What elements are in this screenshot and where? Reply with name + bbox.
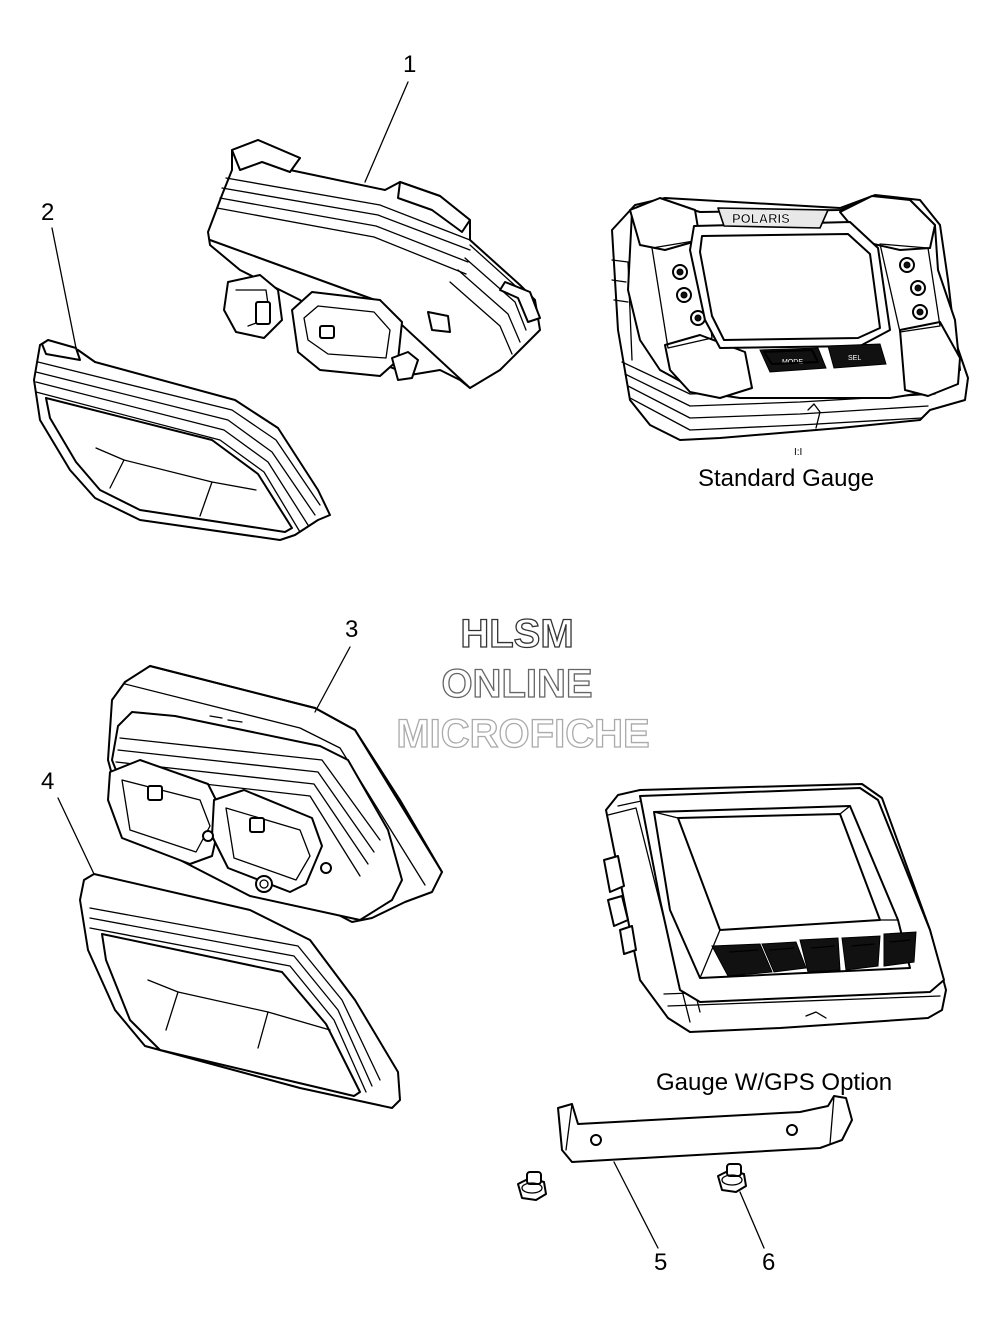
watermark-line-2: ONLINE: [441, 662, 592, 706]
callout-3: 3: [314, 616, 358, 713]
gps-gauge-caption: Gauge W/GPS Option: [656, 1069, 892, 1096]
callout-4: 4: [41, 768, 95, 875]
gps-gauge-caption-group: Gauge W/GPS Option: [656, 1069, 892, 1096]
part-3-gps-gauge-housing[interactable]: [107, 665, 443, 923]
standard-gauge-caption-group: I:I Standard Gauge: [698, 447, 874, 492]
callout-5-label: 5: [654, 1249, 667, 1276]
callout-2: 2: [41, 199, 77, 349]
part-6-screw-left[interactable]: [517, 1171, 547, 1201]
sel-button-label: SEL: [848, 355, 861, 362]
standard-gauge-assembly[interactable]: POLARIS MODE SEL: [611, 194, 969, 441]
watermark-line-3: MICROFICHE: [396, 712, 649, 756]
part-5-bracket[interactable]: [557, 1095, 853, 1163]
part-6-screw-right[interactable]: [717, 1163, 747, 1193]
callout-2-label: 2: [41, 199, 54, 226]
callout-5: 5: [613, 1161, 667, 1276]
part-4-gasket[interactable]: [79, 873, 401, 1109]
callout-6: 6: [739, 1191, 775, 1276]
scale-note: I:I: [794, 447, 802, 458]
watermark: HLSM ONLINE MICROFICHE: [396, 611, 651, 756]
callout-3-label: 3: [345, 616, 358, 643]
callout-1-label: 1: [403, 51, 416, 78]
part-2-gasket[interactable]: [33, 339, 331, 541]
standard-gauge-caption: Standard Gauge: [698, 465, 874, 492]
part-1-gauge-housing[interactable]: [207, 139, 541, 389]
callout-4-label: 4: [41, 768, 54, 795]
callout-6-label: 6: [762, 1249, 775, 1276]
gauge-brand-logo: POLARIS: [732, 211, 790, 226]
callout-1: 1: [364, 51, 416, 183]
watermark-line-1: HLSM: [460, 612, 573, 656]
gps-gauge-assembly[interactable]: [603, 783, 947, 1033]
